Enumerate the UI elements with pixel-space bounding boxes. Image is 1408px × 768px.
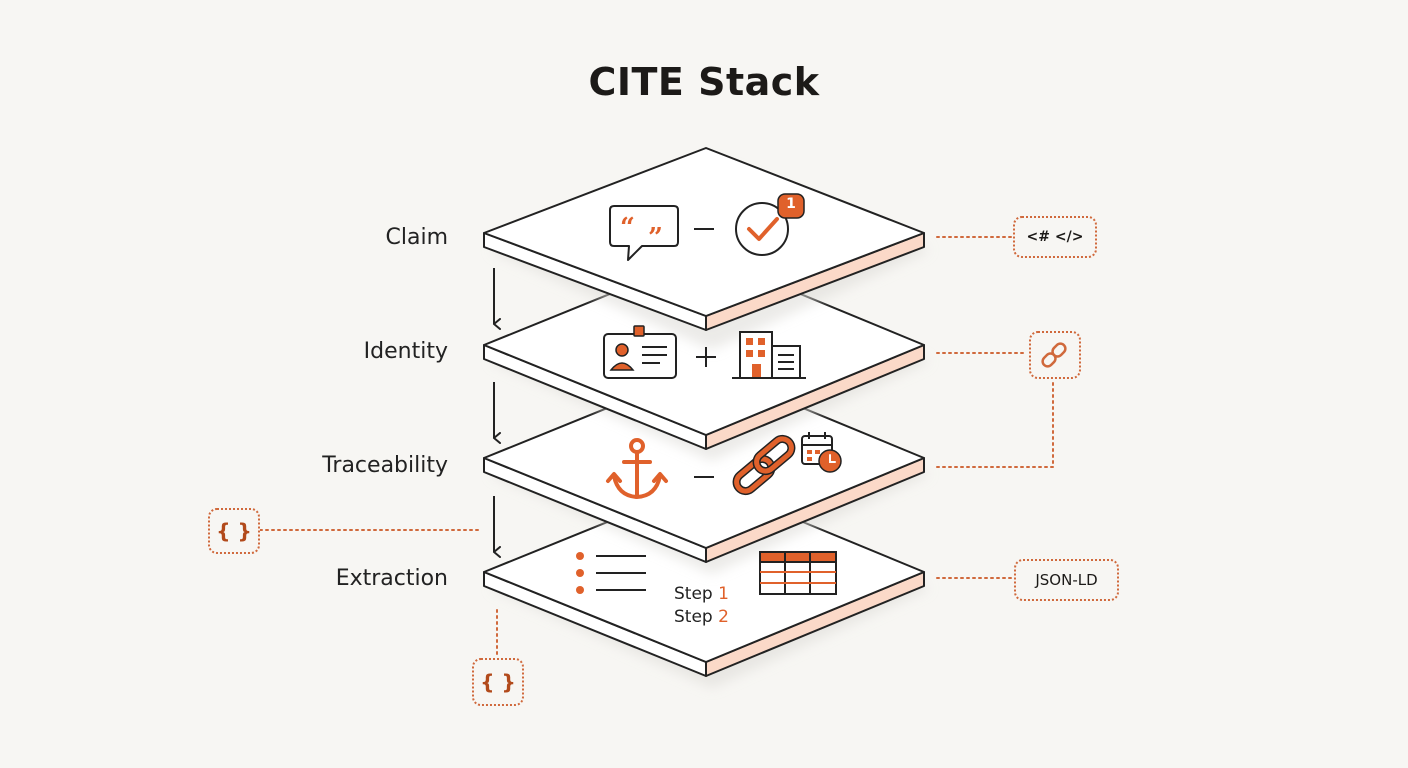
- bottom-brace-tag: { }: [472, 658, 524, 706]
- step-2-label: Step 2: [674, 607, 729, 627]
- left-brace-tag: { }: [208, 508, 260, 554]
- layer-label-traceability: Traceability: [322, 453, 448, 478]
- step-2-number: 2: [718, 607, 729, 627]
- step-2-word: Step: [674, 607, 713, 627]
- diagram-title: CITE Stack: [588, 60, 820, 104]
- notification-badge: [777, 193, 805, 219]
- check-badge-icon: [735, 202, 789, 256]
- svg-text:“: “: [620, 213, 635, 243]
- connector-traceability-link: [936, 378, 1054, 468]
- step-1-number: 1: [718, 584, 729, 604]
- calendar-clock-icon: [801, 432, 842, 473]
- anchor-icon: [606, 438, 668, 499]
- step-1-label: Step 1: [674, 584, 729, 604]
- layer-claim-plate: [483, 147, 930, 350]
- speech-quote-icon: “ ”: [609, 205, 679, 261]
- link-tag-icon: [1041, 342, 1067, 368]
- id-card-icon: [603, 325, 677, 379]
- chain-link-icon: [732, 434, 796, 496]
- bullet-list-icon: [576, 552, 646, 594]
- step-1-word: Step: [674, 584, 713, 604]
- layer-label-claim: Claim: [385, 225, 449, 250]
- layer-label-extraction: Extraction: [335, 566, 448, 591]
- plus-sign: [696, 347, 716, 367]
- link-tag: [1029, 331, 1081, 379]
- notification-badge-count: 1: [786, 196, 796, 212]
- json-ld-tag: JSON-LD: [1014, 559, 1119, 601]
- layer-label-identity: Identity: [363, 339, 448, 364]
- svg-text:”: ”: [648, 223, 663, 253]
- building-icon: [732, 331, 806, 379]
- table-icon: [759, 551, 837, 595]
- code-tag: <# </>: [1013, 216, 1097, 258]
